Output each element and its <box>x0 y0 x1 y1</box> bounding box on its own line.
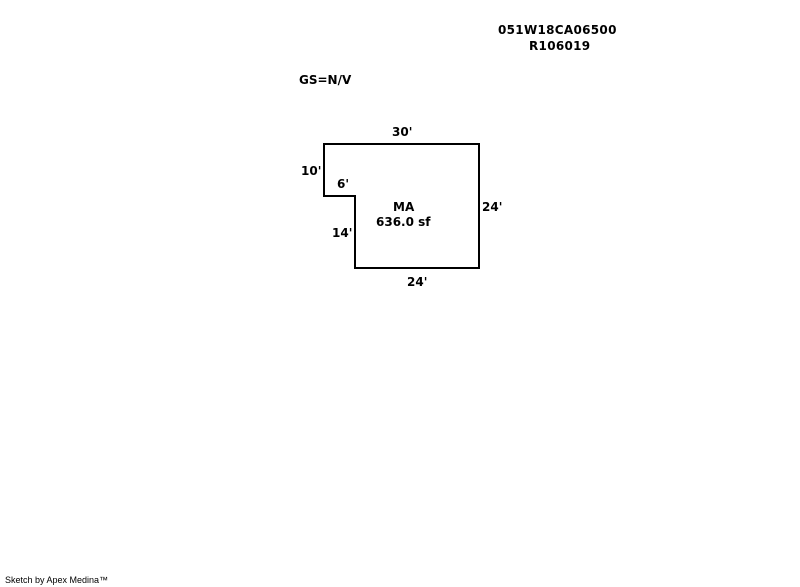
dimension-notch: 6' <box>337 177 350 191</box>
dimension-right: 24' <box>482 200 503 214</box>
area-size: 636.0 sf <box>376 215 431 229</box>
gs-label: GS=N/V <box>299 73 352 87</box>
parcel-id: 051W18CA06500 <box>498 23 617 37</box>
dimension-left-upper: 10' <box>301 164 322 178</box>
dimension-top: 30' <box>392 125 413 139</box>
sketch-credit: Sketch by Apex Medina™ <box>5 575 109 585</box>
dimension-left-lower: 14' <box>332 226 353 240</box>
record-id: R106019 <box>529 39 591 53</box>
area-code: MA <box>393 200 415 214</box>
building-outline <box>323 143 480 269</box>
dimension-bottom: 24' <box>407 275 428 289</box>
